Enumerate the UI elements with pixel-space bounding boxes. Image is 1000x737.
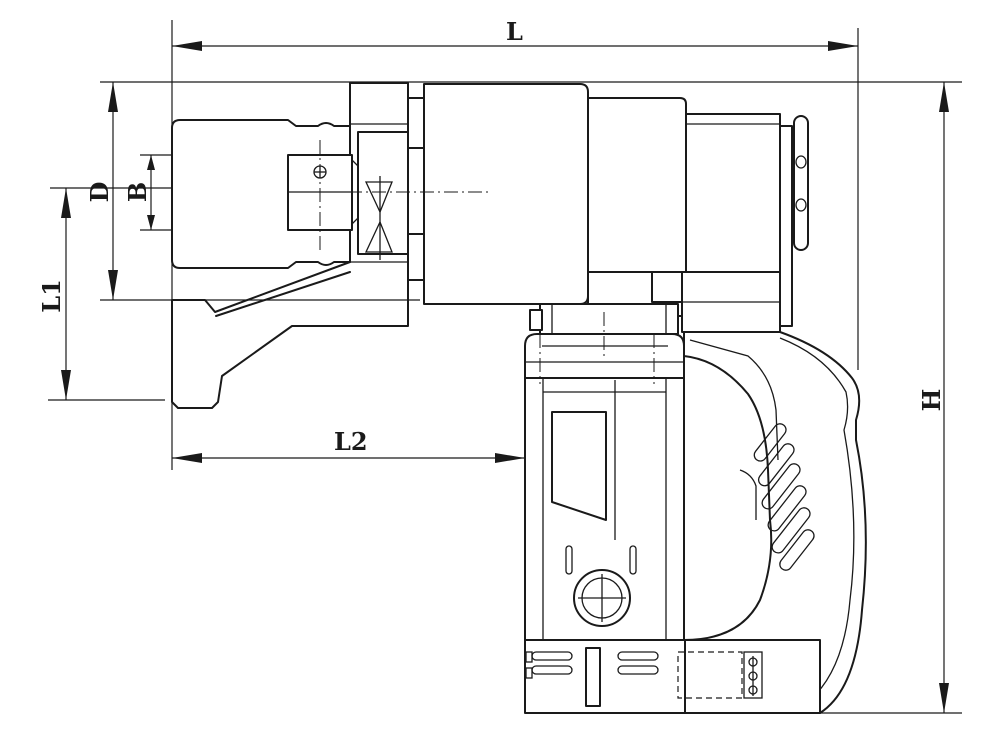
dimension-label-D: D	[85, 182, 114, 203]
reaction-arm	[171, 82, 409, 409]
pistol-grip-handle	[683, 331, 867, 714]
dimension-label-L2: L2	[334, 427, 368, 456]
dimension-lines	[48, 20, 962, 714]
base-battery	[524, 639, 821, 714]
dimension-label-L: L	[506, 17, 523, 46]
dimension-label-H: H	[917, 389, 946, 412]
socket-head	[171, 119, 409, 269]
dimension-label-L1: L1	[37, 279, 66, 313]
gear-housing	[423, 83, 809, 333]
center-lines	[300, 140, 655, 384]
main-body	[524, 377, 685, 641]
grip-ribs	[753, 423, 815, 571]
dimension-label-B: B	[123, 182, 152, 202]
